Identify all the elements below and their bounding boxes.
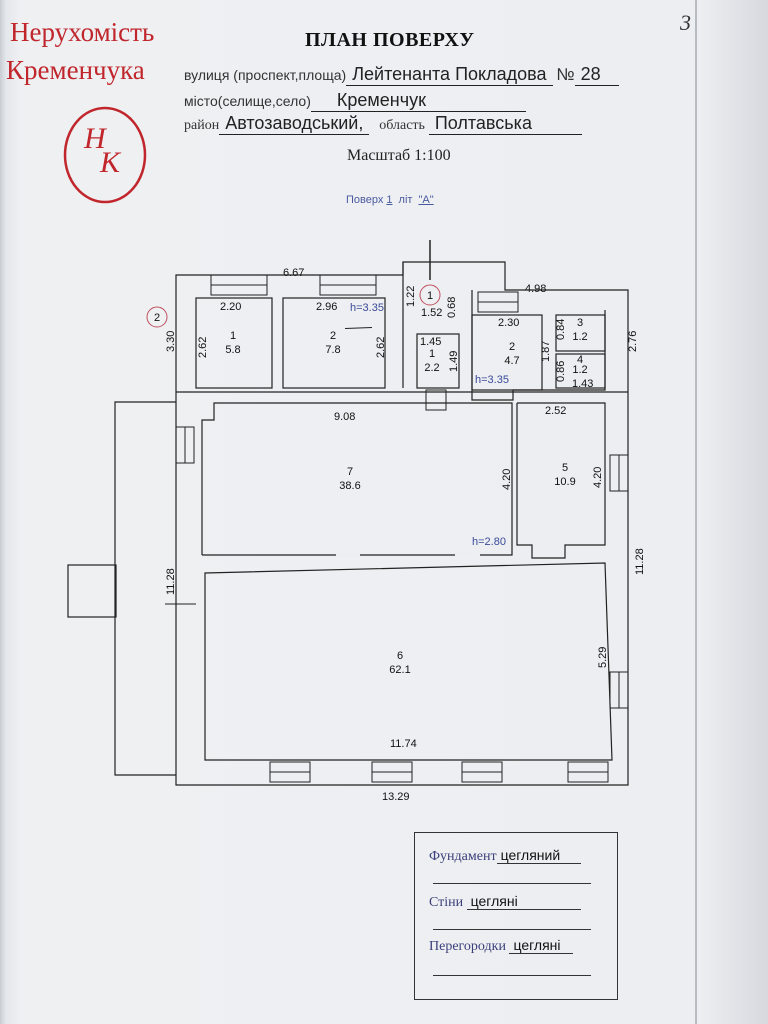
region-value: Полтавська: [428, 113, 582, 135]
entrance-marker-1: 1: [419, 284, 441, 306]
svg-text:3.30: 3.30: [165, 331, 177, 352]
svg-text:1: 1: [427, 290, 433, 302]
city-label: місто(селище,село): [184, 93, 311, 109]
svg-text:h=3.35: h=3.35: [350, 302, 384, 314]
region-label: область: [379, 118, 425, 133]
dimension-labels: 6.67 4.98 2.20 2.96 1.52 1.45 2.30 1.43 …: [165, 267, 646, 803]
room-number: 3: [577, 317, 583, 329]
svg-text:4.98: 4.98: [525, 283, 546, 295]
svg-text:1.52: 1.52: [421, 307, 442, 319]
room-number: 7: [347, 466, 353, 478]
svg-text:11.28: 11.28: [165, 568, 177, 595]
floor-value: 1: [386, 194, 393, 206]
letter-value: "А": [418, 194, 434, 206]
room-number: 2: [330, 330, 336, 342]
svg-text:4.20: 4.20: [592, 467, 604, 488]
svg-text:2.62: 2.62: [197, 337, 209, 358]
svg-text:5.29: 5.29: [597, 647, 609, 668]
blank-line: [433, 975, 591, 976]
page-number: 3: [680, 10, 691, 35]
number-label: №: [556, 65, 575, 84]
room-number: 5: [562, 462, 568, 474]
room-number: 4: [577, 354, 583, 366]
room-number: 6: [397, 650, 403, 662]
svg-text:2.96: 2.96: [316, 301, 337, 313]
svg-text:2: 2: [154, 312, 160, 324]
floor-label: Поверх: [346, 194, 384, 206]
city-value: Кременчук: [310, 90, 526, 112]
svg-text:1.49: 1.49: [448, 351, 460, 372]
page-title: ПЛАН ПОВЕРХУ: [305, 29, 475, 51]
svg-text:1.87: 1.87: [540, 341, 552, 362]
street-label: вулиця (проспект,площа): [184, 67, 347, 83]
svg-text:2.20: 2.20: [220, 301, 241, 313]
room-area: 5.8: [225, 344, 240, 356]
room-labels: 15.8 27.8 12.2 24.7 31.2 41.2 738.6 510.…: [225, 317, 587, 676]
svg-text:11.74: 11.74: [390, 738, 417, 750]
street-row: вулиця (проспект,площа)Лейтенанта Поклад…: [184, 64, 619, 86]
entrance-marker-2: 2: [146, 306, 168, 328]
svg-text:h=2.80: h=2.80: [472, 536, 506, 548]
street-value: Лейтенанта Покладова: [346, 64, 553, 86]
svg-text:1.45: 1.45: [420, 336, 441, 348]
watermark-logo: Н К: [63, 106, 147, 204]
room-area: 10.9: [554, 476, 575, 488]
svg-text:11.28: 11.28: [634, 548, 646, 575]
blank-line: [433, 883, 591, 884]
svg-text:0.84: 0.84: [555, 319, 567, 340]
page-binding-edge: [695, 0, 697, 1024]
svg-text:1.22: 1.22: [405, 286, 417, 307]
district-value: Автозаводський,: [219, 113, 370, 135]
room-area: 62.1: [389, 664, 410, 676]
scale-text: Масштаб 1:100: [347, 147, 451, 164]
svg-text:0.68: 0.68: [446, 297, 458, 318]
svg-text:1.43: 1.43: [572, 378, 593, 390]
letter-label: літ: [398, 194, 413, 206]
svg-text:Н: Н: [83, 122, 108, 155]
svg-text:h=3.35: h=3.35: [475, 374, 509, 386]
room-area: 1.2: [572, 331, 587, 343]
district-label: район: [184, 118, 220, 133]
svg-text:2.30: 2.30: [498, 317, 519, 329]
walls-row: Стіни цегляні: [429, 893, 581, 911]
svg-text:2.76: 2.76: [627, 331, 639, 352]
svg-text:6.67: 6.67: [283, 267, 304, 279]
watermark-line2: Кременчука: [6, 55, 145, 85]
svg-text:2.62: 2.62: [375, 337, 387, 358]
ceiling-heights: h=3.35 h=3.35 h=2.80: [350, 302, 509, 548]
svg-text:4.20: 4.20: [501, 469, 513, 490]
walls: [67, 240, 629, 786]
room-number: 1: [429, 348, 435, 360]
svg-text:9.08: 9.08: [334, 411, 355, 423]
room-area: 1.2: [572, 364, 587, 376]
room-number: 2: [509, 341, 515, 353]
svg-text:К: К: [99, 146, 122, 179]
blank-line: [433, 929, 591, 930]
room-area: 4.7: [504, 355, 519, 367]
room-area: 7.8: [325, 344, 340, 356]
room-area: 2.2: [424, 362, 439, 374]
watermark-line1: Нерухомість: [10, 17, 155, 47]
room-area: 38.6: [339, 480, 360, 492]
svg-text:13.29: 13.29: [382, 791, 410, 803]
room-number: 1: [230, 330, 236, 342]
number-value: 28: [574, 64, 619, 86]
city-row: місто(селище,село)Кременчук: [184, 90, 526, 112]
svg-text:2.52: 2.52: [545, 405, 566, 417]
partitions-row: Перегородки цегляні: [429, 937, 574, 955]
svg-text:0.86: 0.86: [555, 361, 567, 382]
